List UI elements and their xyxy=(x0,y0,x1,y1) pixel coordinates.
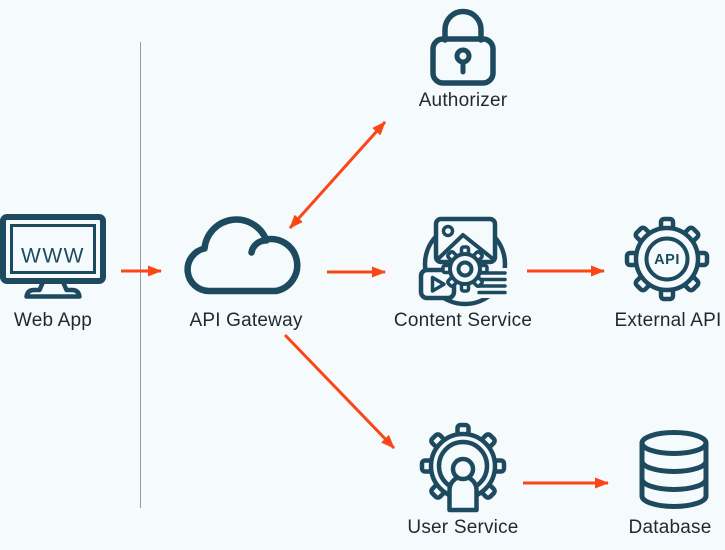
padlock-icon xyxy=(430,8,496,86)
gear-person-icon xyxy=(419,422,507,513)
monitor-www-icon: WWW xyxy=(0,214,106,299)
arrow-gateway-authorizer-bidirectional xyxy=(288,120,387,230)
gear-api-icon: API xyxy=(624,216,710,302)
external-api-label: External API xyxy=(614,310,722,331)
cloud-icon xyxy=(184,216,301,295)
api-badge-text: API xyxy=(654,252,680,268)
web-app-label: Web App xyxy=(13,310,93,331)
arrow-gateway-to-user-service xyxy=(283,333,396,450)
person-body xyxy=(447,474,479,513)
user-service-label: User Service xyxy=(407,517,519,538)
content-service-label: Content Service xyxy=(393,310,533,331)
media-gear-icon xyxy=(418,216,508,307)
authorizer-label: Authorizer xyxy=(418,90,508,111)
document-lines xyxy=(477,271,507,295)
database-label: Database xyxy=(628,517,712,538)
database-cylinder-icon xyxy=(639,430,709,509)
person-head xyxy=(450,456,476,482)
api-gateway-label: API Gateway xyxy=(189,310,303,331)
monitor-screen-text: WWW xyxy=(21,245,85,268)
gear xyxy=(441,245,489,293)
